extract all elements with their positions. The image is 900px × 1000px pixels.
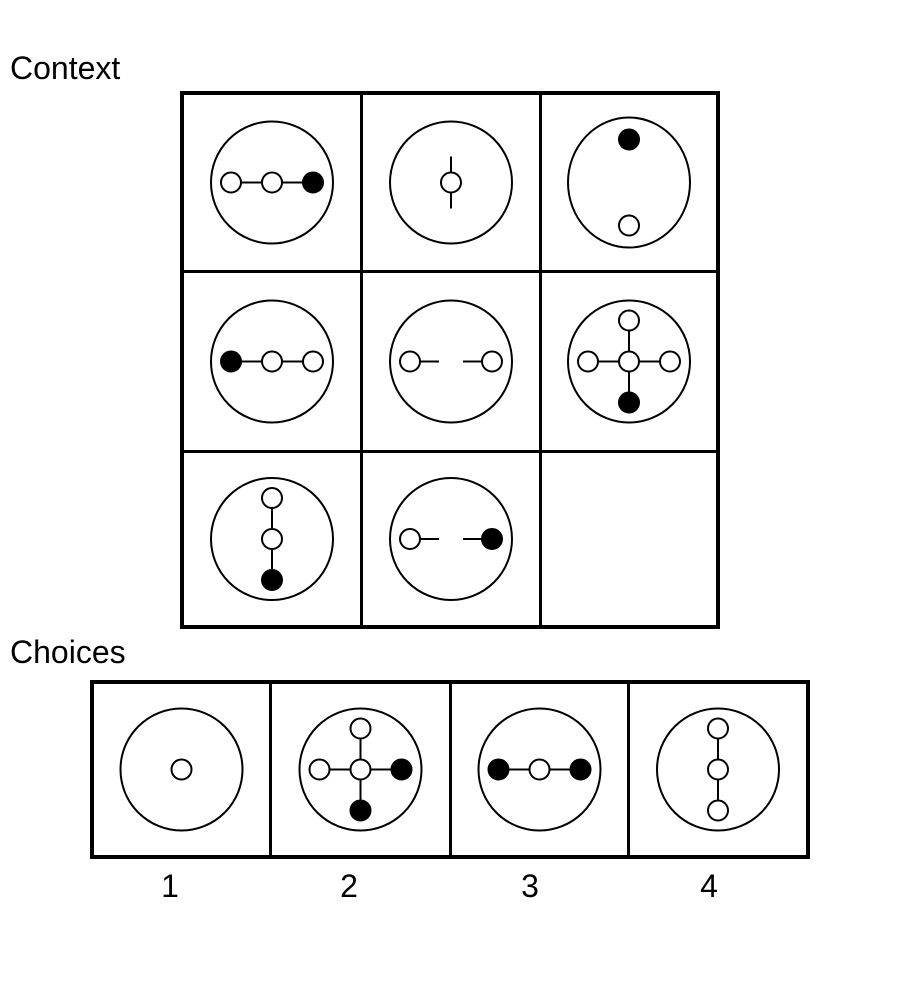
hollow-dot-center [261, 528, 283, 550]
context-figure-6 [567, 299, 691, 424]
context-cell-6 [542, 273, 716, 453]
frame-circle [389, 299, 513, 424]
hollow-dot-bottom [707, 799, 729, 822]
context-figure-1 [210, 120, 334, 245]
hollow-dot-bottom [618, 214, 640, 237]
context-figure-5 [389, 299, 513, 424]
choice-figure-2 [298, 707, 423, 832]
frame-circle [210, 120, 334, 245]
hollow-dot-right [481, 350, 503, 373]
filled-dot-right [481, 528, 503, 550]
frame-circle [477, 707, 602, 832]
choice-number-4: 4 [700, 868, 718, 904]
context-cell-3 [542, 95, 716, 273]
filled-dot-right [569, 758, 592, 781]
choice-figure-1 [119, 707, 244, 832]
choice-option-3[interactable] [452, 684, 630, 855]
frame-circle [210, 299, 334, 424]
choice-number-1: 1 [161, 868, 179, 904]
hollow-dot-right [659, 350, 681, 373]
context-figure-7 [210, 477, 334, 601]
context-cell-7 [184, 453, 363, 625]
frame-circle [298, 707, 423, 832]
hollow-dot-center [707, 758, 729, 781]
context-figure-3 [567, 116, 691, 249]
hollow-dot-left [308, 758, 331, 781]
hollow-dot-top [618, 309, 640, 332]
hollow-dot-top [261, 487, 283, 509]
context-grid [180, 91, 720, 629]
hollow-dot-left [399, 350, 421, 373]
filled-dot-right [302, 171, 324, 194]
hollow-dot-center [349, 758, 372, 781]
choice-option-4[interactable] [630, 684, 806, 855]
frame-circle [210, 477, 334, 601]
choice-figure-3 [477, 707, 602, 832]
filled-dot-left [220, 350, 242, 373]
filled-dot-bottom [618, 391, 640, 414]
hollow-dot-center [261, 171, 283, 194]
filled-dot-right [390, 758, 413, 781]
frame-ellipse [567, 116, 691, 249]
choice-figure-4 [656, 707, 780, 832]
filled-dot-bottom [349, 799, 372, 822]
hollow-dot-center [618, 350, 640, 373]
context-figure-9 [542, 453, 716, 625]
hollow-dot-right [302, 350, 324, 373]
hollow-dot-top [349, 717, 372, 740]
choices-label: Choices [10, 634, 126, 670]
hollow-dot-center [261, 350, 283, 373]
context-figure-2 [389, 120, 513, 245]
hollow-dot-left [399, 528, 421, 550]
filled-dot-bottom [261, 569, 283, 591]
choice-option-2[interactable] [272, 684, 452, 855]
frame-circle [119, 707, 244, 832]
frame-circle [567, 299, 691, 424]
context-cell-1 [184, 95, 363, 273]
context-cell-4 [184, 273, 363, 453]
context-cell-8 [363, 453, 542, 625]
filled-dot-left [487, 758, 510, 781]
choice-number-3: 3 [521, 868, 539, 904]
context-cell-answer-slot [542, 453, 716, 625]
hollow-dot-left [220, 171, 242, 194]
context-cell-5 [363, 273, 542, 453]
choices-row [90, 680, 810, 859]
hollow-dot-center [170, 758, 193, 781]
hollow-dot-center [440, 171, 462, 194]
hollow-dot-left [577, 350, 599, 373]
hollow-dot-top [707, 717, 729, 740]
hollow-dot-center [528, 758, 551, 781]
frame-circle [389, 120, 513, 245]
filled-dot-top [618, 128, 640, 151]
context-cell-2 [363, 95, 542, 273]
frame-circle [656, 707, 780, 832]
context-figure-8 [389, 477, 513, 601]
frame-circle [389, 477, 513, 601]
choice-option-1[interactable] [94, 684, 272, 855]
choice-number-2: 2 [340, 868, 358, 904]
context-figure-4 [210, 299, 334, 424]
context-label: Context [10, 50, 121, 86]
